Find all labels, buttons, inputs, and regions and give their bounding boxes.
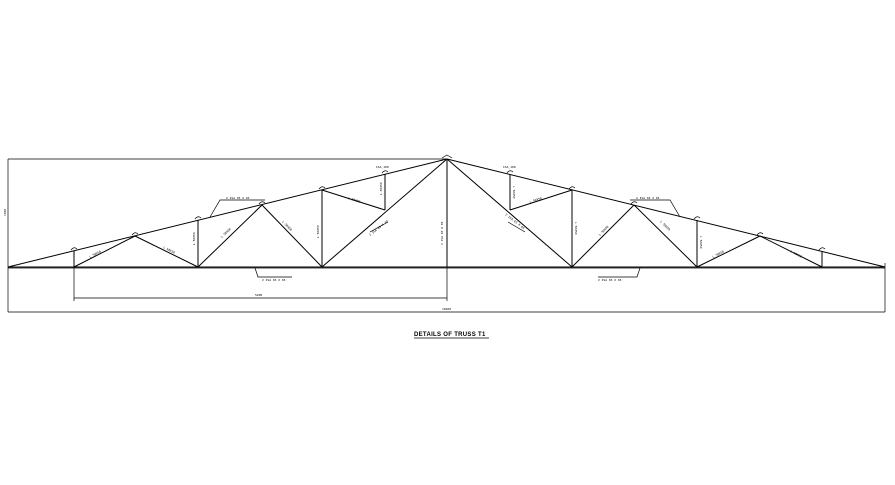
member-label: L 50X50 — [348, 196, 361, 204]
half-span-dimension: 5200 — [255, 293, 262, 297]
diag-label-right: 2 ISA 65 X 65 — [504, 213, 525, 231]
member-label: L 50X50 — [529, 196, 542, 204]
right-web-members — [446, 158, 823, 268]
member-label: L 50X50 — [712, 249, 725, 258]
diag-label-left: 2 ISA 65 X 65 — [368, 219, 389, 237]
member-label: L 50X50 — [192, 232, 196, 245]
member-label: L 50X50 — [316, 225, 320, 238]
rise-dimension: 1000 — [3, 209, 7, 216]
member-label: L 50X50 — [699, 236, 703, 249]
top-chord-label-right: 2 ISA 65 X 65 — [636, 196, 660, 200]
member-labels: ISA_100 ISA_100 2 ISA 65 X 65 2 ISA 65 X… — [89, 165, 803, 282]
king-post-label: 2 ISA 65 X 65 — [440, 221, 444, 245]
member-label: L 50X50 — [598, 225, 610, 237]
leader-lines — [209, 199, 681, 278]
bottom-chord-label-right: 2 ISA 65 X 65 — [598, 278, 622, 282]
dimension-labels: 1000 5200 10400 — [3, 209, 451, 311]
top-chord-label-left: 2 ISA 65 X 65 — [226, 196, 250, 200]
member-label: L 50X50 — [790, 249, 803, 258]
member-label: L 50X50 — [89, 249, 102, 258]
right-top-chord — [446, 158, 886, 268]
ridge-label-left: ISA_100 — [376, 165, 389, 169]
member-label: L 50X50 — [659, 220, 671, 232]
overall-span-dimension: 10400 — [442, 307, 451, 311]
drawing-caption: DETAILS OF TRUSS T1 — [414, 332, 489, 339]
member-label: L 50X50 — [163, 245, 176, 254]
member-label: L 50X50 — [281, 220, 293, 232]
member-label: L 50X50 — [220, 227, 232, 239]
member-label: L 50X50 — [574, 222, 578, 235]
left-web-members — [73, 158, 448, 268]
caption-text: DETAILS OF TRUSS T1 — [414, 332, 486, 338]
left-top-chord — [7, 158, 448, 268]
ridge-label-right: ISA_100 — [503, 165, 516, 169]
dimension-frame — [7, 158, 886, 313]
bottom-chord-label-left: 2 ISA 65 X 65 — [262, 278, 286, 282]
member-label: L 50X50 — [512, 186, 516, 199]
member-label: L 50X50 — [379, 182, 383, 195]
purlin-cleats — [70, 154, 826, 251]
truss-chords — [7, 158, 886, 268]
